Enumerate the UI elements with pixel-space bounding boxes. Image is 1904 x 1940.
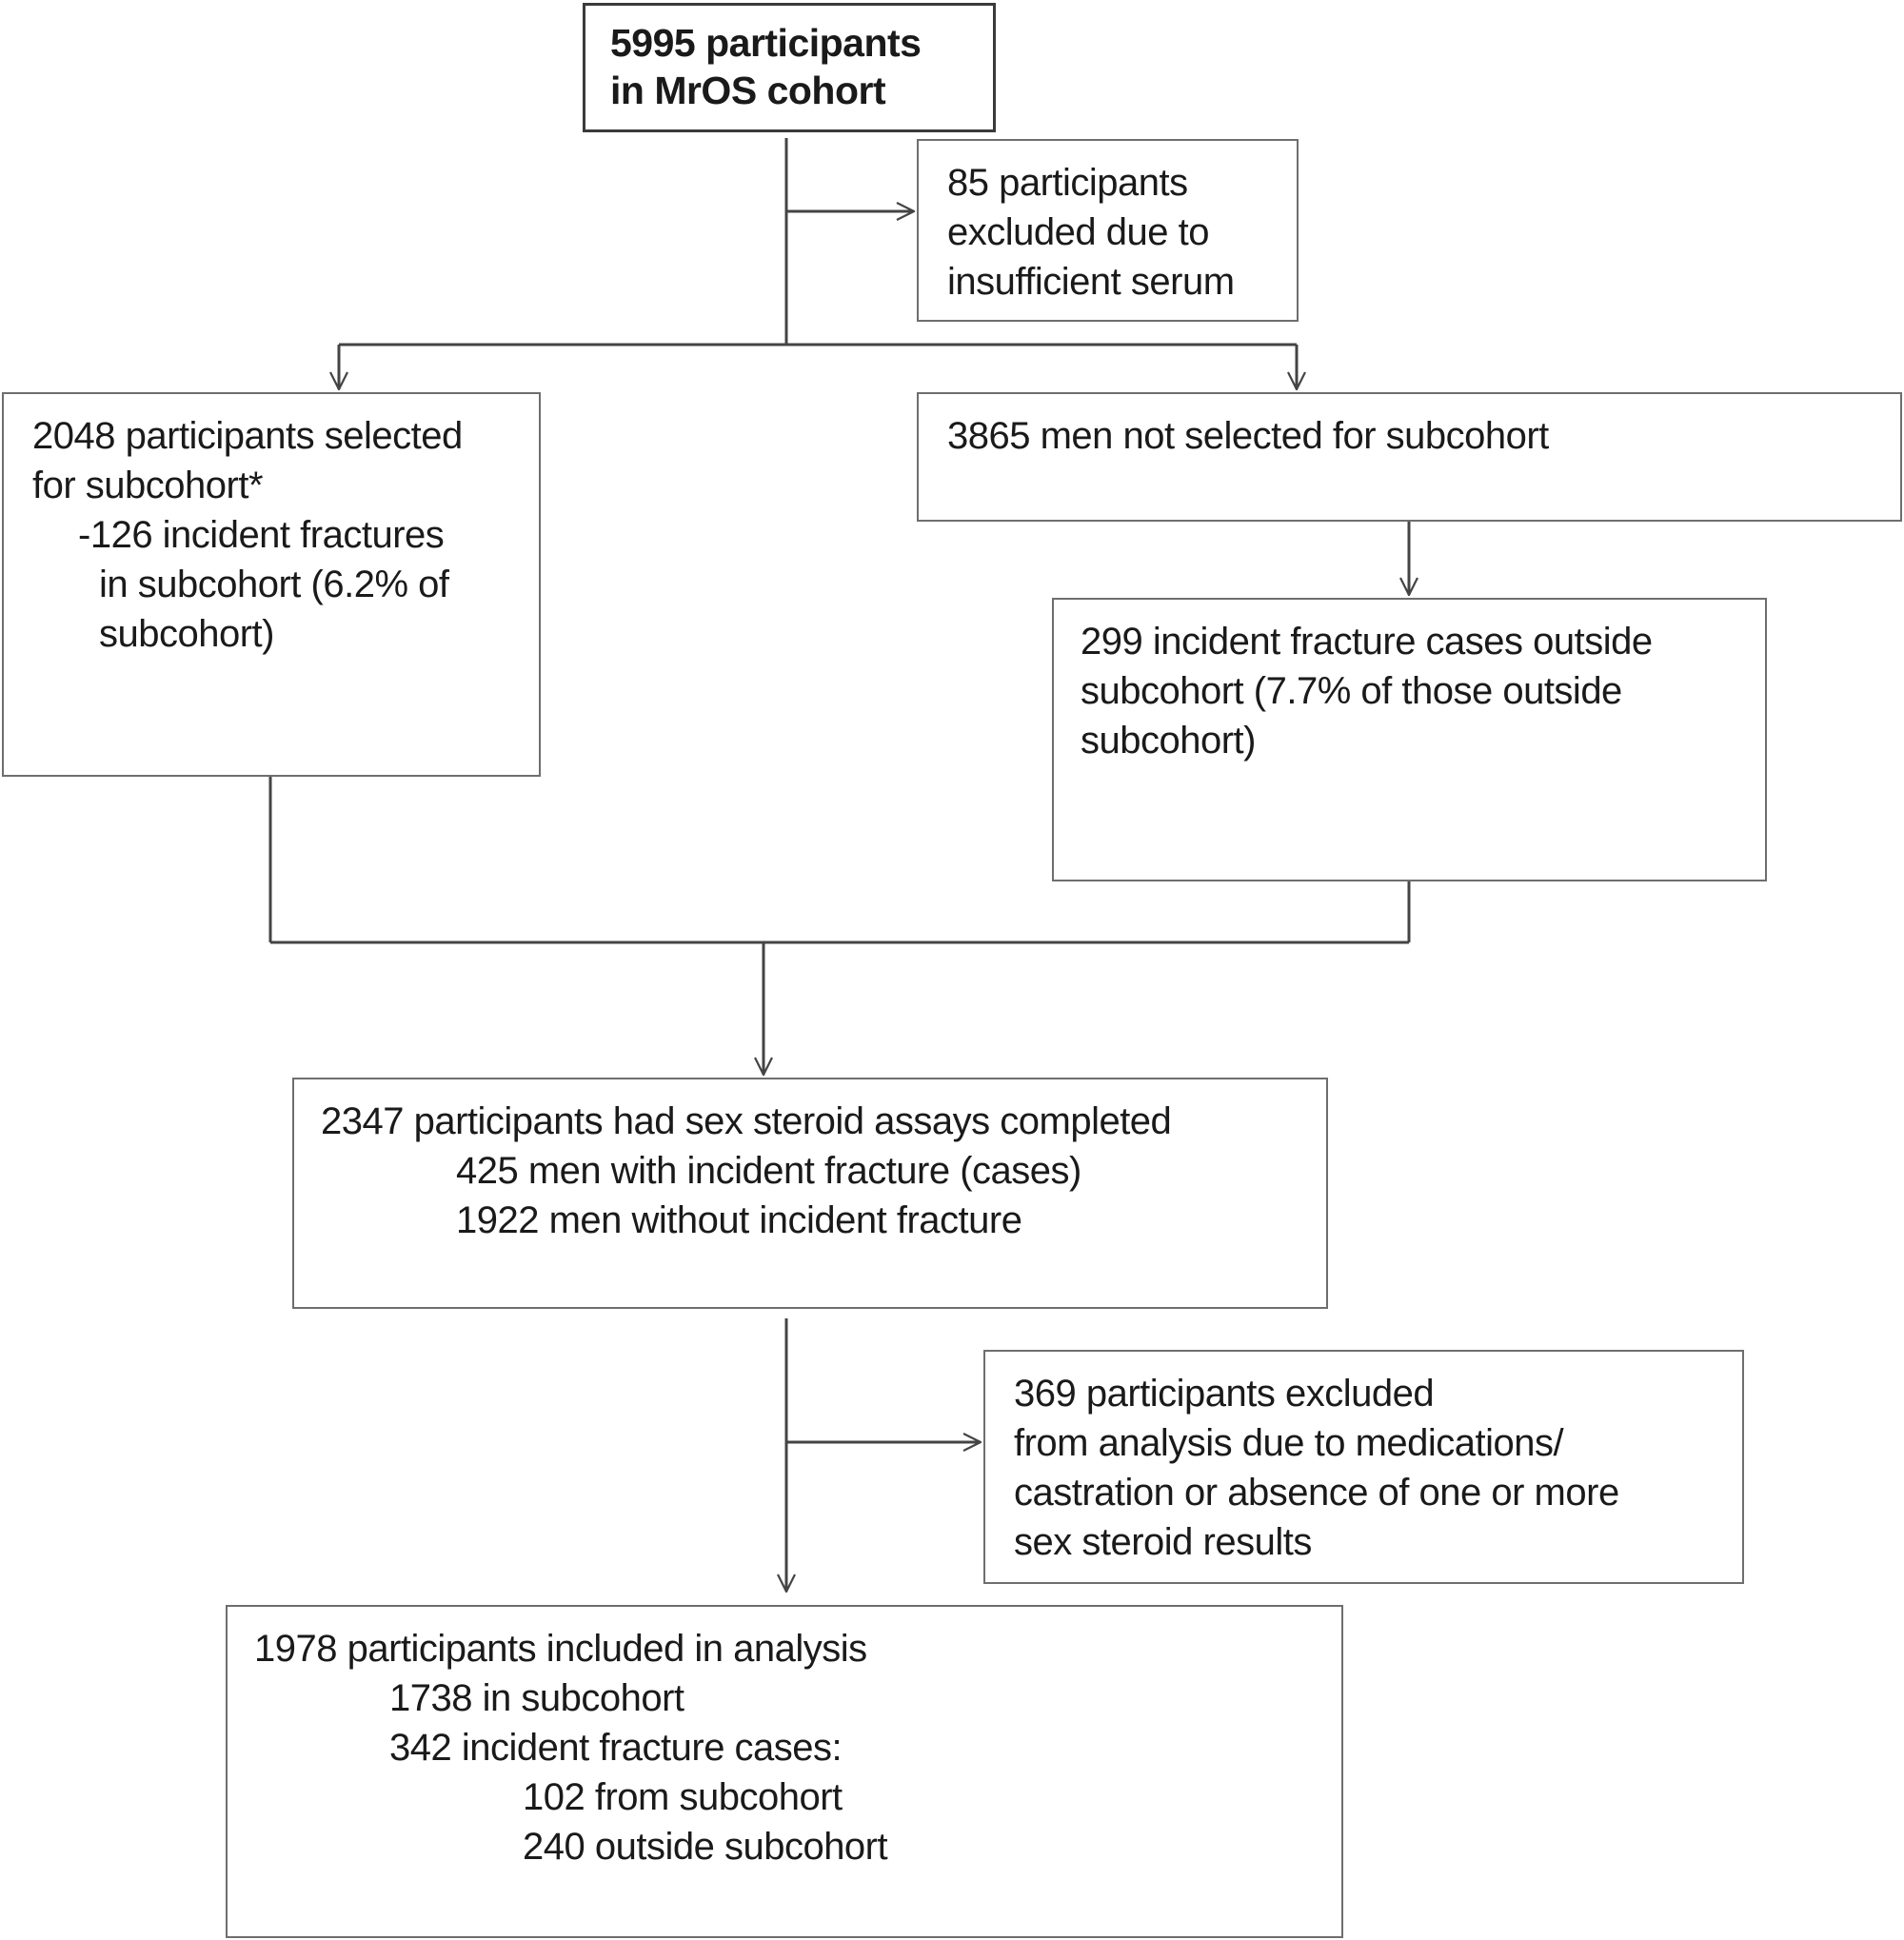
box-text-line: subcohort) [99,613,274,655]
box-text-line: excluded due to [947,211,1209,253]
box-text-line: 5995 participants [610,21,922,65]
box-text-line: 3865 men not selected for subcohort [947,415,1549,457]
box-text-line: 1922 men without incident fracture [456,1199,1022,1241]
box-text-line: from analysis due to medications/ [1014,1422,1564,1464]
box-text-line: 2347 participants had sex steroid assays… [321,1100,1172,1142]
box-text-line: 299 incident fracture cases outside [1081,621,1653,663]
box-text-line: 1978 participants included in analysis [254,1628,867,1670]
box-text-line: castration or absence of one or more [1014,1472,1619,1514]
box-sex-steroid-assays: 2347 participants had sex steroid assays… [292,1078,1328,1309]
box-text-line: 342 incident fracture cases: [389,1727,843,1769]
box-text-line: 85 participants [947,162,1188,204]
box-excluded-from-analysis: 369 participants excluded from analysis … [983,1350,1744,1584]
box-text-line: 240 outside subcohort [523,1826,888,1868]
box-text-line: for subcohort* [32,465,264,506]
box-subcohort-selected: 2048 participants selected for subcohort… [2,392,541,777]
box-excluded-insufficient-serum: 85 participants excluded due to insuffic… [917,139,1299,322]
box-text-line: insufficient serum [947,261,1235,303]
box-not-selected-for-subcohort: 3865 men not selected for subcohort [917,392,1902,522]
box-text-line: 369 participants excluded [1014,1373,1435,1415]
box-fracture-cases-outside-subcohort: 299 incident fracture cases outside subc… [1052,598,1767,881]
box-text-line: in MrOS cohort [610,69,886,112]
box-text-line: sex steroid results [1014,1521,1312,1563]
box-text-line: -126 incident fractures [78,514,445,556]
box-text-line: in subcohort (6.2% of [99,564,449,605]
box-mros-cohort: 5995 participants in MrOS cohort [583,3,996,132]
box-included-in-analysis: 1978 participants included in analysis 1… [226,1605,1343,1938]
box-text-line: 102 from subcohort [523,1776,843,1818]
box-text-line: subcohort (7.7% of those outside [1081,670,1622,712]
box-text-line: subcohort) [1081,720,1256,762]
box-text-line: 425 men with incident fracture (cases) [456,1150,1081,1192]
box-text-line: 2048 participants selected [32,415,463,457]
box-text-line: 1738 in subcohort [389,1677,684,1719]
